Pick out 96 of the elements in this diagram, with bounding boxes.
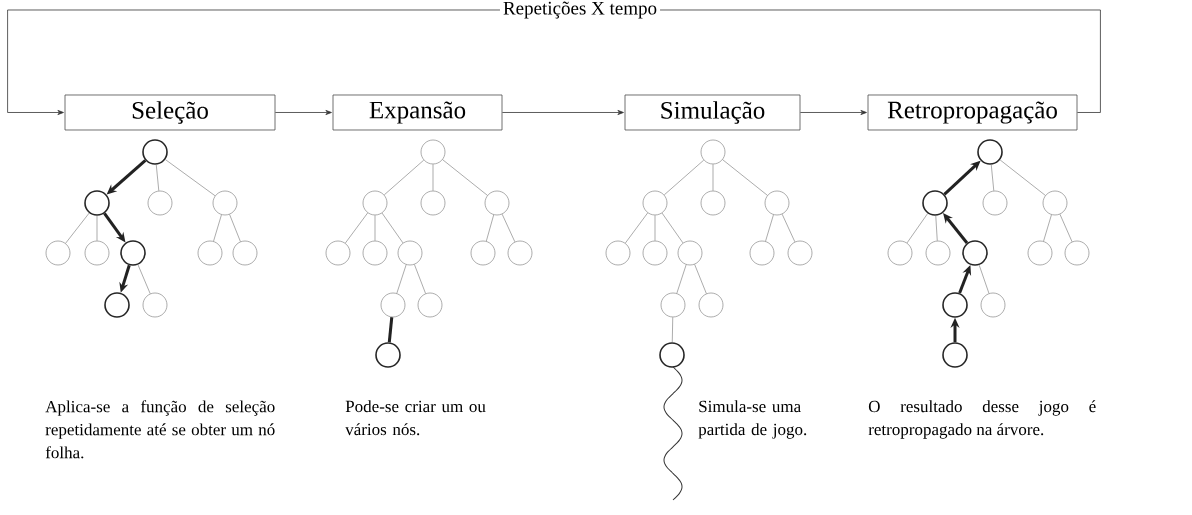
tree-edge xyxy=(137,264,151,294)
tree-node-circle xyxy=(700,139,726,165)
tree-edge xyxy=(501,213,516,243)
tree-edge xyxy=(625,212,648,244)
tree-node-circle xyxy=(764,190,790,216)
tree-edge xyxy=(676,264,687,294)
tree-edge xyxy=(712,164,714,191)
tree-edge xyxy=(65,212,90,244)
tree-edge xyxy=(661,212,684,244)
tree-node-circle xyxy=(147,190,173,216)
tree-node-circle xyxy=(659,342,685,368)
tree-node-circle xyxy=(120,240,146,266)
tree-node-circle xyxy=(232,240,258,266)
tree-node-circle xyxy=(484,190,510,216)
tree-node-circle xyxy=(925,240,951,266)
tree-node-circle xyxy=(362,190,388,216)
tree-node-circle xyxy=(642,190,668,216)
tree-edge xyxy=(663,159,705,196)
tree-edge xyxy=(694,264,707,294)
tree-edge xyxy=(978,264,990,294)
tree-edge xyxy=(1059,213,1073,243)
tree-node-circle xyxy=(84,240,110,266)
tree-node-circle xyxy=(922,190,948,216)
tree-edge xyxy=(671,317,674,343)
arrow xyxy=(502,110,624,115)
tree-node-circle xyxy=(197,240,223,266)
tree-node-circle xyxy=(1042,190,1068,216)
tree-node-circle xyxy=(787,240,813,266)
tree-edge xyxy=(781,213,796,243)
tree-node-circle xyxy=(325,240,351,266)
tree-node-circle xyxy=(980,292,1006,318)
tree-node-circle xyxy=(142,139,168,165)
tree-edge xyxy=(486,214,494,242)
tree-node-circle xyxy=(417,292,443,318)
tree-node-circle xyxy=(887,240,913,266)
tree-edge xyxy=(381,212,404,244)
edge-label: Repetições X tempo xyxy=(499,0,661,22)
process-box: Simulação xyxy=(624,94,801,131)
tree-edge xyxy=(374,215,376,241)
process-box: Seleção xyxy=(64,94,276,131)
tree-edge xyxy=(229,214,241,242)
tree-edge xyxy=(943,213,969,244)
tree-node-circle xyxy=(212,190,238,216)
tree-node-circle xyxy=(142,292,168,318)
tree-edge xyxy=(654,215,656,241)
tree-edge xyxy=(990,164,995,192)
tree-node-circle xyxy=(605,240,631,266)
tree-edge xyxy=(906,213,928,244)
tree-node-circle xyxy=(749,240,775,266)
tree-edge xyxy=(765,214,774,242)
caption-text: O resultado desse jogo é retropropagado na árvore. xyxy=(868,400,1096,439)
caption-text: Aplica-se a função de seleção repetidamente até se obter um nó folha. xyxy=(45,400,275,459)
tree-node-circle xyxy=(642,240,668,266)
caption-text: Pode-se criar um ou vários nós. xyxy=(345,400,486,436)
tree-node-circle xyxy=(982,190,1008,216)
tree-node-circle xyxy=(104,292,130,318)
tree-node-circle xyxy=(977,139,1003,165)
tree-edge xyxy=(442,159,488,196)
tree-node-circle xyxy=(1027,240,1053,266)
tree-node-circle xyxy=(84,190,110,216)
tree-node-circle xyxy=(700,190,726,216)
tree-node-circle xyxy=(45,240,71,266)
tree-node-circle xyxy=(677,240,703,266)
tree-edge xyxy=(414,264,426,294)
tree-node-circle xyxy=(1064,240,1090,266)
arrow xyxy=(275,110,332,115)
tree-node-circle xyxy=(420,190,446,216)
tree-edge xyxy=(1043,214,1052,242)
tree-edge xyxy=(96,215,98,241)
tree-node-circle xyxy=(962,240,988,266)
tree-node-circle xyxy=(362,240,388,266)
tree-edge xyxy=(155,164,160,192)
tree-edge xyxy=(387,317,394,343)
arrow xyxy=(800,110,867,115)
tree-node-circle xyxy=(397,240,423,266)
tree-node-circle xyxy=(470,240,496,266)
tree-edge xyxy=(383,159,425,196)
tree-node-circle xyxy=(380,292,406,318)
tree-edge xyxy=(935,215,938,241)
tree-node-circle xyxy=(660,292,686,318)
tree-node-circle xyxy=(420,139,446,165)
tree-node-circle xyxy=(375,342,401,368)
tree-node-circle xyxy=(942,342,968,368)
tree-node-circle xyxy=(507,240,533,266)
tree-edge xyxy=(396,264,407,294)
tree-edge xyxy=(722,159,768,196)
tree-edge xyxy=(165,159,216,197)
tree-node-circle xyxy=(698,292,724,318)
tree-edge xyxy=(213,214,222,242)
tree-edge xyxy=(999,159,1046,196)
caption-text: Simula-se uma partida de jogo. xyxy=(698,400,807,439)
tree-edge xyxy=(432,164,434,191)
process-box: Expansão xyxy=(332,94,503,131)
tree-edge xyxy=(345,212,368,244)
tree-node-circle xyxy=(942,292,968,318)
process-box: Retropropagação xyxy=(867,94,1078,131)
